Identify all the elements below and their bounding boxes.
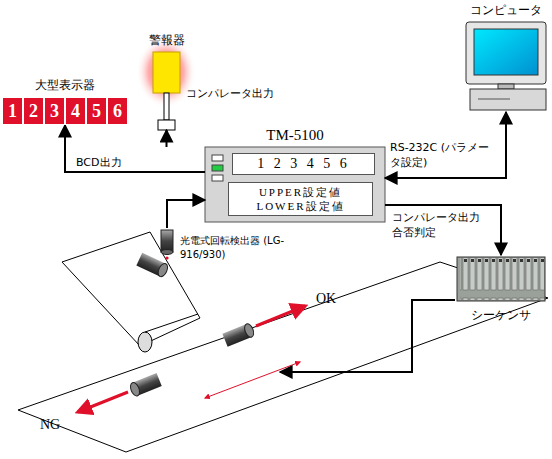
roller-edge — [145, 314, 198, 332]
workpiece-end — [129, 381, 142, 397]
node-text: UPPER設定値 LOWER設定値 — [246, 185, 356, 213]
indicator-led — [212, 175, 223, 181]
node-text: 1 2 3 4 5 6 — [257, 156, 350, 172]
result-label: NG — [40, 417, 60, 433]
indicator-led — [212, 165, 223, 171]
node-text: 4 — [71, 101, 80, 122]
large-display: 大型表示器123456 — [2, 97, 128, 125]
sequencer-modules — [460, 258, 544, 300]
node-heading: コンピュータ — [434, 2, 552, 19]
signal-label: コンパレータ出力 — [186, 86, 286, 101]
node-text: 1 — [8, 101, 17, 122]
monitor-stand — [498, 84, 514, 89]
drive-slot — [478, 99, 510, 100]
paper-strip — [62, 232, 200, 346]
signal-line — [385, 112, 506, 178]
node-text: 光電式回転検出器 (LG-916/930) — [180, 234, 300, 262]
indicator-led — [212, 155, 223, 161]
counter-display: 1 2 3 4 5 6 — [232, 153, 375, 175]
sequencer: シーケンサ — [455, 255, 547, 303]
ok-arrow — [256, 306, 305, 326]
node-heading: 警報器 — [120, 32, 213, 49]
rotation-sensor — [161, 230, 173, 252]
computer: コンピュータ — [464, 22, 548, 112]
node-text: 5 — [92, 101, 101, 122]
display-digit: 4 — [65, 97, 86, 125]
node-text: 3 — [50, 101, 59, 122]
roller — [138, 332, 152, 352]
signal-line — [166, 130, 168, 147]
node-heading: 大型表示器 — [0, 77, 158, 94]
ng-arrow — [78, 392, 128, 412]
setpoint-panel: UPPER設定値 LOWER設定値 — [228, 182, 373, 216]
workpiece-end — [156, 262, 169, 278]
display-digit: 5 — [86, 97, 107, 125]
workpiece — [129, 373, 162, 397]
node-heading: TM-5100 — [175, 127, 415, 144]
motion-arrow — [205, 362, 300, 398]
monitor — [466, 22, 546, 84]
signal-line — [65, 125, 205, 172]
workpiece — [222, 323, 255, 347]
signal-label: BCD出力 — [76, 155, 146, 170]
controller-box: TM-51001 2 3 4 5 6UPPER設定値 LOWER設定値 — [205, 147, 385, 222]
display-digit: 1 — [2, 97, 23, 125]
monitor-screen — [474, 29, 538, 75]
signal-label: コンパレータ出力 合否判定 — [392, 210, 492, 240]
display-digit: 3 — [44, 97, 65, 125]
alarm: 警報器 — [150, 52, 183, 130]
signal-line — [167, 200, 205, 228]
sequencer-rack — [457, 257, 545, 301]
signal-line — [385, 205, 501, 255]
lamp-stem — [164, 93, 169, 120]
display-digit: 2 — [23, 97, 44, 125]
node-text: 2 — [29, 101, 38, 122]
alarm-lamp — [153, 52, 180, 93]
result-label: OK — [316, 291, 336, 307]
display-digit: 6 — [107, 97, 128, 125]
node-text: 6 — [113, 101, 122, 122]
sensor-beam — [165, 256, 168, 259]
workpiece — [136, 253, 169, 278]
tm5100-housing — [205, 147, 385, 222]
node-heading: シーケンサ — [425, 307, 552, 324]
lamp-base — [158, 120, 175, 130]
sensor-lens — [161, 250, 173, 255]
control-wire — [280, 300, 455, 372]
sensor-label-box: 光電式回転検出器 (LG-916/930) — [158, 226, 308, 260]
signal-label: RS-232C (パラメータ設定) — [390, 140, 494, 170]
workpiece-end — [243, 323, 256, 339]
pc-unit — [470, 89, 546, 110]
